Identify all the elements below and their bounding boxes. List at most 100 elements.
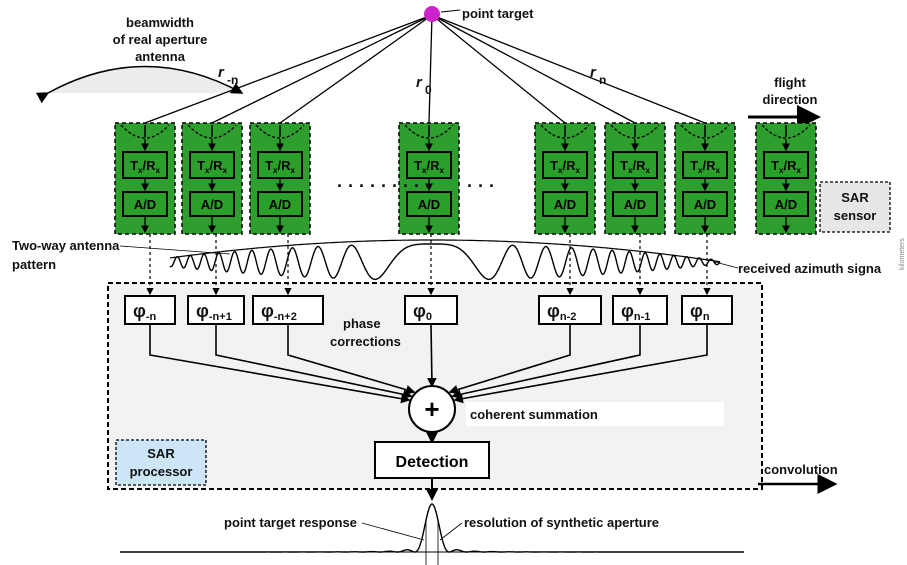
two-way-antenna-label-line1: Two-way antenna [12, 238, 120, 253]
summation-arrows [149, 323, 708, 404]
sensor-unit: Tx/RxA/D [114, 122, 176, 235]
sar-sensor-box [819, 181, 891, 233]
summation-plus: + [424, 394, 439, 424]
ad-label: A/D [694, 197, 716, 212]
sensor-unit: Tx/RxA/D [674, 122, 736, 235]
sar-sensor-label-line1: SAR [841, 190, 869, 205]
phase-symbol: φn-1 [621, 301, 650, 323]
sar-processor-label-line2: processor [130, 464, 193, 479]
phase-to-sum-arrow [149, 324, 411, 404]
beamwidth-label-line2: of real aperture [113, 32, 208, 47]
txrx-label: Tx/Rx [414, 158, 444, 175]
ad-label: A/D [269, 197, 291, 212]
ad-label: A/D [134, 197, 156, 212]
phase-to-sum-arrow [448, 324, 571, 395]
sensor-unit: Tx/RxA/D [181, 122, 243, 235]
txrx-label: Tx/Rx [197, 158, 227, 175]
phase-symbol: φ0 [413, 301, 432, 323]
sensor-dots: · · · · · · · · · [337, 176, 431, 196]
sensor-to-phase-lines [146, 234, 711, 296]
ad-label: A/D [624, 197, 646, 212]
phase-correction-box: φ0 [404, 295, 458, 325]
txrx-label: Tx/Rx [130, 158, 160, 175]
ad-label: A/D [201, 197, 223, 212]
txrx-label: Tx/Rx [620, 158, 650, 175]
phase-correction-box: φ-n+2 [252, 295, 324, 325]
antenna-dish-icon [404, 124, 454, 139]
phase-correction-box: φ-n+1 [187, 295, 245, 325]
ad-label: A/D [775, 197, 797, 212]
sar-processor-label-box [115, 439, 207, 486]
detection-label: Detection [396, 454, 469, 471]
svg-text:r: r [590, 64, 597, 81]
phase-corrections-label-line1: phase [343, 316, 381, 331]
resolution-label: resolution of synthetic aperture [464, 515, 659, 530]
phase-to-sum-arrow [451, 324, 641, 399]
azimuth-signal-chirp [169, 243, 721, 281]
point-target-label: point target [462, 6, 534, 21]
coherent-summation-box [466, 402, 724, 426]
antenna-dish-icon [761, 124, 811, 139]
phase-to-sum-arrow [215, 324, 413, 400]
point-target-response-leader [361, 522, 425, 541]
svg-text:0: 0 [425, 83, 432, 97]
antenna-dish-icon [540, 124, 590, 139]
phase-to-sum-arrow [453, 324, 708, 404]
phase-correction-box: φ-n [124, 295, 176, 325]
sar-processor-label-line1: SAR [147, 446, 175, 461]
svg-text:n: n [599, 73, 606, 87]
sensor-unit: Tx/RxA/D [604, 122, 666, 235]
coherent-summation-label: coherent summation [470, 407, 598, 422]
beamwidth-label-line3: antenna [135, 49, 186, 64]
range-label-r-zero: r 0 [416, 74, 432, 97]
ad-box [612, 191, 658, 217]
antenna-dish-icon [187, 124, 237, 139]
sensor-dots-right: · · · [467, 176, 495, 196]
phase-symbol: φ-n+2 [261, 301, 297, 323]
range-label-r-n: r n [590, 64, 606, 87]
phase-correction-box: φn-2 [538, 295, 602, 325]
resolution-leader [439, 522, 463, 541]
sar-sensor-label-line2: sensor [834, 208, 877, 223]
phase-to-sum-arrow [427, 323, 437, 388]
antenna-dish-icon [120, 124, 170, 139]
phase-symbol: φn [690, 301, 710, 323]
txrx-label: Tx/Rx [690, 158, 720, 175]
received-azimuth-label: received azimuth signa [738, 261, 882, 276]
phase-corrections-label-line2: corrections [330, 334, 401, 349]
phase-boxes: φ-n φ-n+1 φ-n+2 φ0 φn-2 φn-1 φn [124, 295, 733, 325]
flight-direction-label-line1: flight [774, 75, 806, 90]
txrx-box [122, 151, 168, 179]
phase-symbol: φ-n+1 [196, 301, 232, 323]
phase-to-sum-arrow [287, 324, 416, 395]
point-target-response-label: point target response [224, 515, 357, 530]
svg-text:r: r [416, 74, 423, 91]
antenna-pattern-envelope [169, 239, 721, 263]
beamwidth-arc [35, 65, 244, 104]
antenna-dish-icon [610, 124, 660, 139]
point-target-dot [424, 6, 440, 22]
sensor-unit: Tx/RxA/D [755, 122, 817, 235]
txrx-label: Tx/Rx [265, 158, 295, 175]
sensor-unit: Tx/RxA/D [534, 122, 596, 235]
side-label: kilometers [899, 238, 906, 270]
txrx-box [257, 151, 303, 179]
sensor-units: Tx/RxA/DTx/RxA/DTx/RxA/DTx/RxA/DTx/RxA/D… [114, 122, 817, 235]
range-lines [144, 14, 706, 124]
ad-label: A/D [554, 197, 576, 212]
svg-text:r: r [218, 64, 225, 81]
detection-box [374, 441, 490, 479]
sensor-unit: Tx/RxA/D [398, 122, 460, 235]
txrx-label: Tx/Rx [771, 158, 801, 175]
flight-direction-label-line2: direction [763, 92, 818, 107]
txrx-label: Tx/Rx [550, 158, 580, 175]
svg-text:-n: -n [227, 73, 238, 87]
phase-correction-box: φn [681, 295, 733, 325]
phase-correction-box: φn-1 [612, 295, 668, 325]
convolution-label: convolution [764, 462, 838, 477]
ad-box [122, 191, 168, 217]
beamwidth-label-line1: beamwidth [126, 15, 194, 30]
antenna-dish-icon [255, 124, 305, 139]
sensor-unit: Tx/RxA/D [249, 122, 311, 235]
